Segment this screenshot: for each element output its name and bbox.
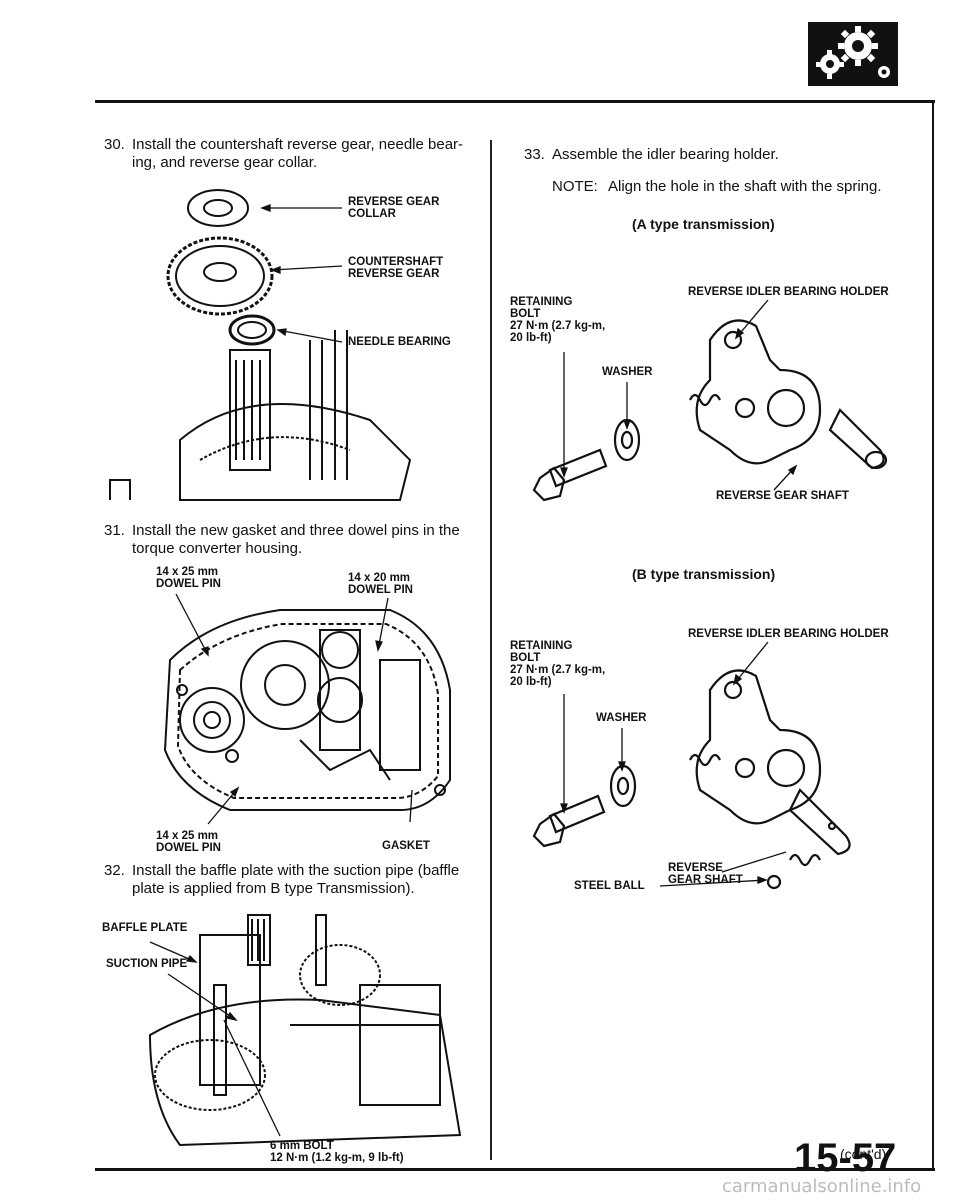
figure-countershaft-assembly (109, 189, 412, 501)
step-text: Install the new gasket and three dowel p… (132, 522, 460, 557)
label-b-washer: WASHER (596, 712, 647, 724)
step-text: Assemble the idler bearing holder. (552, 146, 779, 163)
label-b-holder: REVERSE IDLER BEARING HOLDER (688, 628, 889, 640)
step-number: 30. (104, 136, 125, 153)
step-text: Install the countershaft reverse gear, n… (132, 136, 464, 171)
label-reverse-gear-collar: REVERSE GEAR COLLAR (348, 196, 440, 220)
label-needle-bearing: NEEDLE BEARING (348, 336, 451, 348)
figure-b-idler-holder (532, 669, 851, 890)
label-gasket: GASKET (382, 840, 430, 852)
label-baffle-plate: BAFFLE PLATE (102, 922, 188, 934)
step-text: Install the baffle plate with the suctio… (132, 862, 460, 897)
column-divider (490, 140, 492, 1160)
step-number: 32. (104, 862, 125, 879)
step-number: 31. (104, 522, 125, 539)
page-number: 15-57 (794, 1136, 897, 1180)
label-a-holder: REVERSE IDLER BEARING HOLDER (688, 286, 889, 298)
figure-torque-converter-housing (163, 609, 451, 811)
step-number: 33. (524, 146, 545, 163)
label-6mm-bolt: 6 mm BOLT 12 N·m (1.2 kg-m, 9 lb-ft) (270, 1140, 404, 1164)
label-a-reverse-gear-shaft: REVERSE GEAR SHAFT (716, 490, 849, 502)
header-rule (95, 100, 935, 103)
label-b-reverse-gear-shaft: REVERSE GEAR SHAFT (668, 862, 743, 886)
label-dowel-pin-top-left: 14 x 25 mm DOWEL PIN (156, 566, 221, 590)
label-b-steel-ball: STEEL BALL (574, 880, 645, 892)
figure-baffle-plate (148, 914, 462, 1147)
label-b-retaining-bolt: RETAINING BOLT 27 N·m (2.7 kg-m, 20 lb-f… (510, 640, 606, 688)
step-32: 32. Install the baffle plate with the su… (104, 862, 484, 902)
note: NOTE: Align the hole in the shaft with t… (552, 178, 882, 195)
watermark: carmanualsonline.info (722, 1176, 922, 1197)
subtitle-a-type: (A type transmission) (632, 216, 775, 232)
step-31: 31. Install the new gasket and three dow… (104, 522, 484, 562)
continued-note: (cont'd) (840, 1146, 887, 1162)
label-countershaft-reverse-gear: COUNTERSHAFT REVERSE GEAR (348, 256, 444, 280)
gear-transmission-icon (808, 22, 898, 86)
label-a-retaining-bolt: RETAINING BOLT 27 N·m (2.7 kg-m, 20 lb-f… (510, 296, 606, 344)
step-30: 30. Install the countershaft reverse gea… (104, 136, 484, 176)
right-border (932, 103, 934, 1171)
footer-rule (95, 1168, 935, 1171)
note-label: NOTE: (552, 178, 598, 195)
subtitle-b-type: (B type transmission) (632, 566, 776, 582)
step-33: 33. Assemble the idler bearing holder. (524, 146, 924, 166)
note-text: Align the hole in the shaft with the spr… (608, 178, 882, 195)
label-suction-pipe: SUCTION PIPE (106, 958, 188, 970)
label-dowel-pin-bottom-left: 14 x 25 mm DOWEL PIN (156, 830, 221, 854)
label-a-washer: WASHER (602, 366, 653, 378)
label-dowel-pin-top-right: 14 x 20 mm DOWEL PIN (348, 572, 413, 596)
